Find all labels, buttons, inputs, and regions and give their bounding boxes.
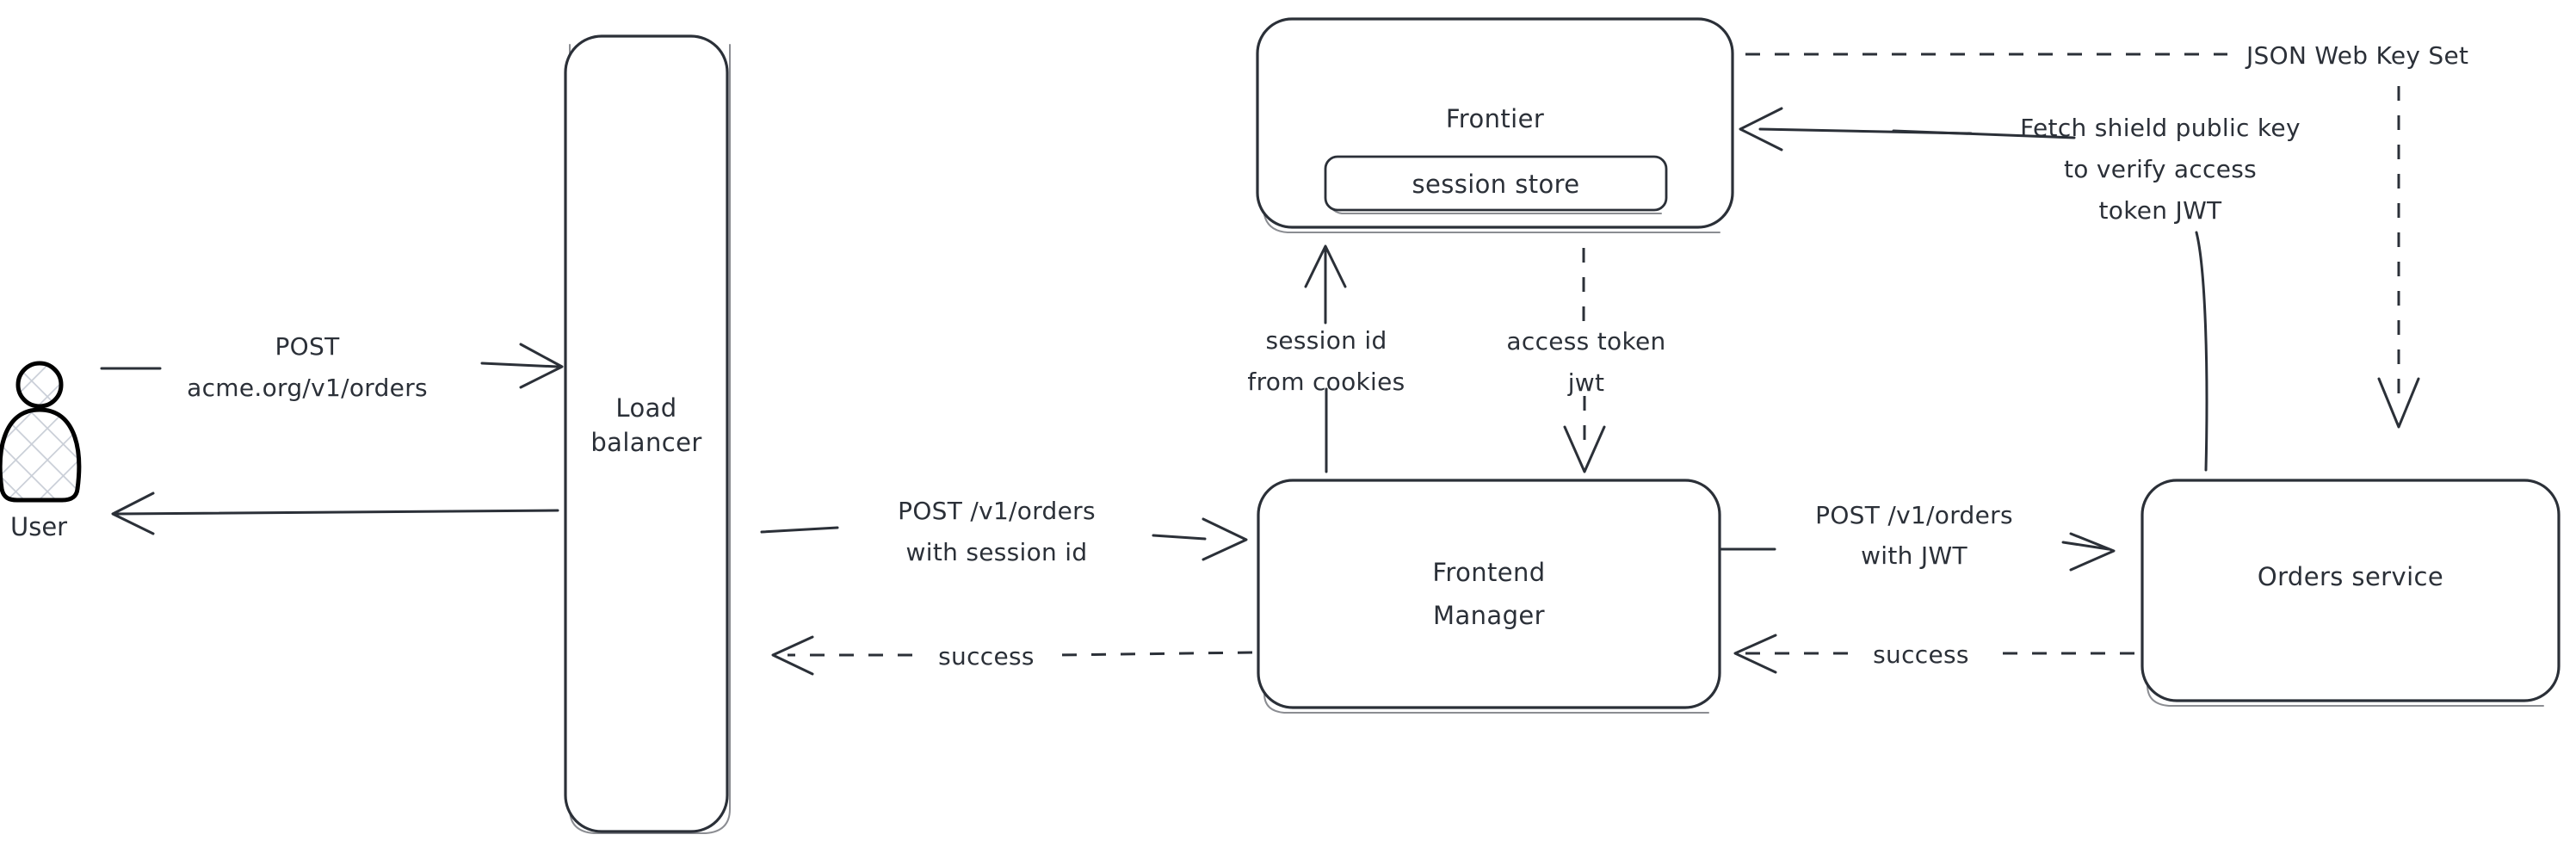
edge-jwks-label: JSON Web Key Set xyxy=(2245,41,2468,70)
edge-orders-to-frontier-arrowhead xyxy=(1739,107,1783,151)
edge-fm-to-lb-dashes-right xyxy=(1056,651,1253,657)
edge-user-to-load-balancer: POST acme.org/v1/orders xyxy=(100,332,564,402)
load-balancer-box xyxy=(564,34,729,833)
load-balancer-label-line2: balancer xyxy=(590,428,701,457)
edge-fm-to-frontier-label-line2: from cookies xyxy=(1247,368,1405,396)
edge-lb-to-user-arrowhead xyxy=(111,492,155,535)
edge-user-to-lb-label-line1: POST xyxy=(275,332,340,361)
node-orders-service[interactable]: Orders service xyxy=(2140,479,2561,707)
edge-orders-to-frontier-label-line3: token JWT xyxy=(2099,196,2223,225)
node-session-store[interactable]: session store xyxy=(1324,155,1668,214)
frontier-label: Frontier xyxy=(1446,104,1544,133)
edge-frontier-to-fm-label-line2: jwt xyxy=(1567,368,1605,397)
edge-frontier-to-fm-arrowhead xyxy=(1563,425,1606,473)
edge-fm-to-frontier-arrowhead xyxy=(1304,244,1347,288)
edge-jwks-arrowhead xyxy=(2377,377,2420,429)
edge-load-balancer-to-user xyxy=(111,492,559,535)
edge-lb-to-fm-label-line1: POST /v1/orders xyxy=(898,497,1096,525)
edge-user-to-lb-line-right xyxy=(480,362,559,368)
edge-fm-to-orders-line-right xyxy=(2061,541,2110,551)
edge-fm-to-frontier-label-line1: session id xyxy=(1265,326,1387,355)
node-load-balancer[interactable]: Load balancer xyxy=(564,34,731,834)
edge-fm-to-orders-label-line1: POST /v1/orders xyxy=(1815,501,2013,529)
edge-frontend-manager-to-load-balancer-success: success xyxy=(771,635,1253,676)
edge-orders-service-to-frontend-manager-success: success xyxy=(1733,634,2134,674)
orders-service-box xyxy=(2140,479,2561,702)
load-balancer-sketch-outline xyxy=(569,44,731,834)
edge-user-to-lb-arrowhead xyxy=(519,343,564,389)
edge-orders-to-frontier-line-connector xyxy=(1758,127,1973,135)
edge-lb-to-fm-arrowhead xyxy=(1202,517,1248,561)
orders-service-label: Orders service xyxy=(2258,562,2443,591)
edge-orders-to-frontier-line-vertical xyxy=(2195,231,2208,472)
edge-frontier-to-frontend-manager: access token jwt xyxy=(1506,248,1665,473)
load-balancer-label-line1: Load xyxy=(615,393,676,423)
edge-lb-to-fm-label-line2: with session id xyxy=(906,538,1088,566)
edge-fm-to-orders-label-line2: with JWT xyxy=(1861,541,1968,570)
frontend-manager-label-line1: Frontend xyxy=(1432,558,1545,587)
edge-lb-to-user-line xyxy=(114,509,559,516)
edge-orders-to-frontier-label-line1: Fetch shield public key xyxy=(2020,114,2301,142)
session-store-label: session store xyxy=(1412,170,1579,199)
edge-orders-service-to-frontier: Fetch shield public key to verify access… xyxy=(1739,107,2301,472)
frontend-manager-box xyxy=(1257,479,1721,709)
edge-orders-to-fm-label: success xyxy=(1873,640,1969,669)
edge-user-to-lb-label-line2: acme.org/v1/orders xyxy=(187,374,428,402)
edge-frontier-to-fm-label-line1: access token xyxy=(1506,327,1665,355)
edge-fm-to-orders-arrowhead xyxy=(2069,532,2116,572)
edge-orders-to-fm-arrowhead xyxy=(1733,634,1777,674)
edge-fm-to-lb-label: success xyxy=(938,642,1035,671)
session-store-box xyxy=(1324,155,1668,212)
edge-lb-to-fm-line-left xyxy=(760,526,839,534)
edge-fm-to-lb-arrowhead xyxy=(771,635,814,676)
edge-frontier-to-orders-service-jwks: JSON Web Key Set xyxy=(1745,41,2468,429)
edge-lb-to-fm-line-right xyxy=(1152,534,1207,541)
node-frontend-manager[interactable]: Frontend Manager xyxy=(1257,479,1721,714)
edge-orders-to-frontier-label-line2: to verify access xyxy=(2064,155,2257,183)
edge-frontend-manager-to-orders-service: POST /v1/orders with JWT xyxy=(1720,501,2116,572)
edge-frontend-manager-to-frontier: session id from cookies xyxy=(1247,244,1405,473)
person-icon-body xyxy=(0,407,82,503)
edge-load-balancer-to-frontend-manager: POST /v1/orders with session id xyxy=(760,497,1248,566)
person-icon-head xyxy=(15,361,64,409)
actor-user-label: User xyxy=(10,512,67,541)
frontend-manager-label-line2: Manager xyxy=(1433,601,1545,630)
actor-user[interactable]: User xyxy=(0,361,82,541)
node-frontier[interactable]: Frontier session store xyxy=(1256,17,1734,233)
